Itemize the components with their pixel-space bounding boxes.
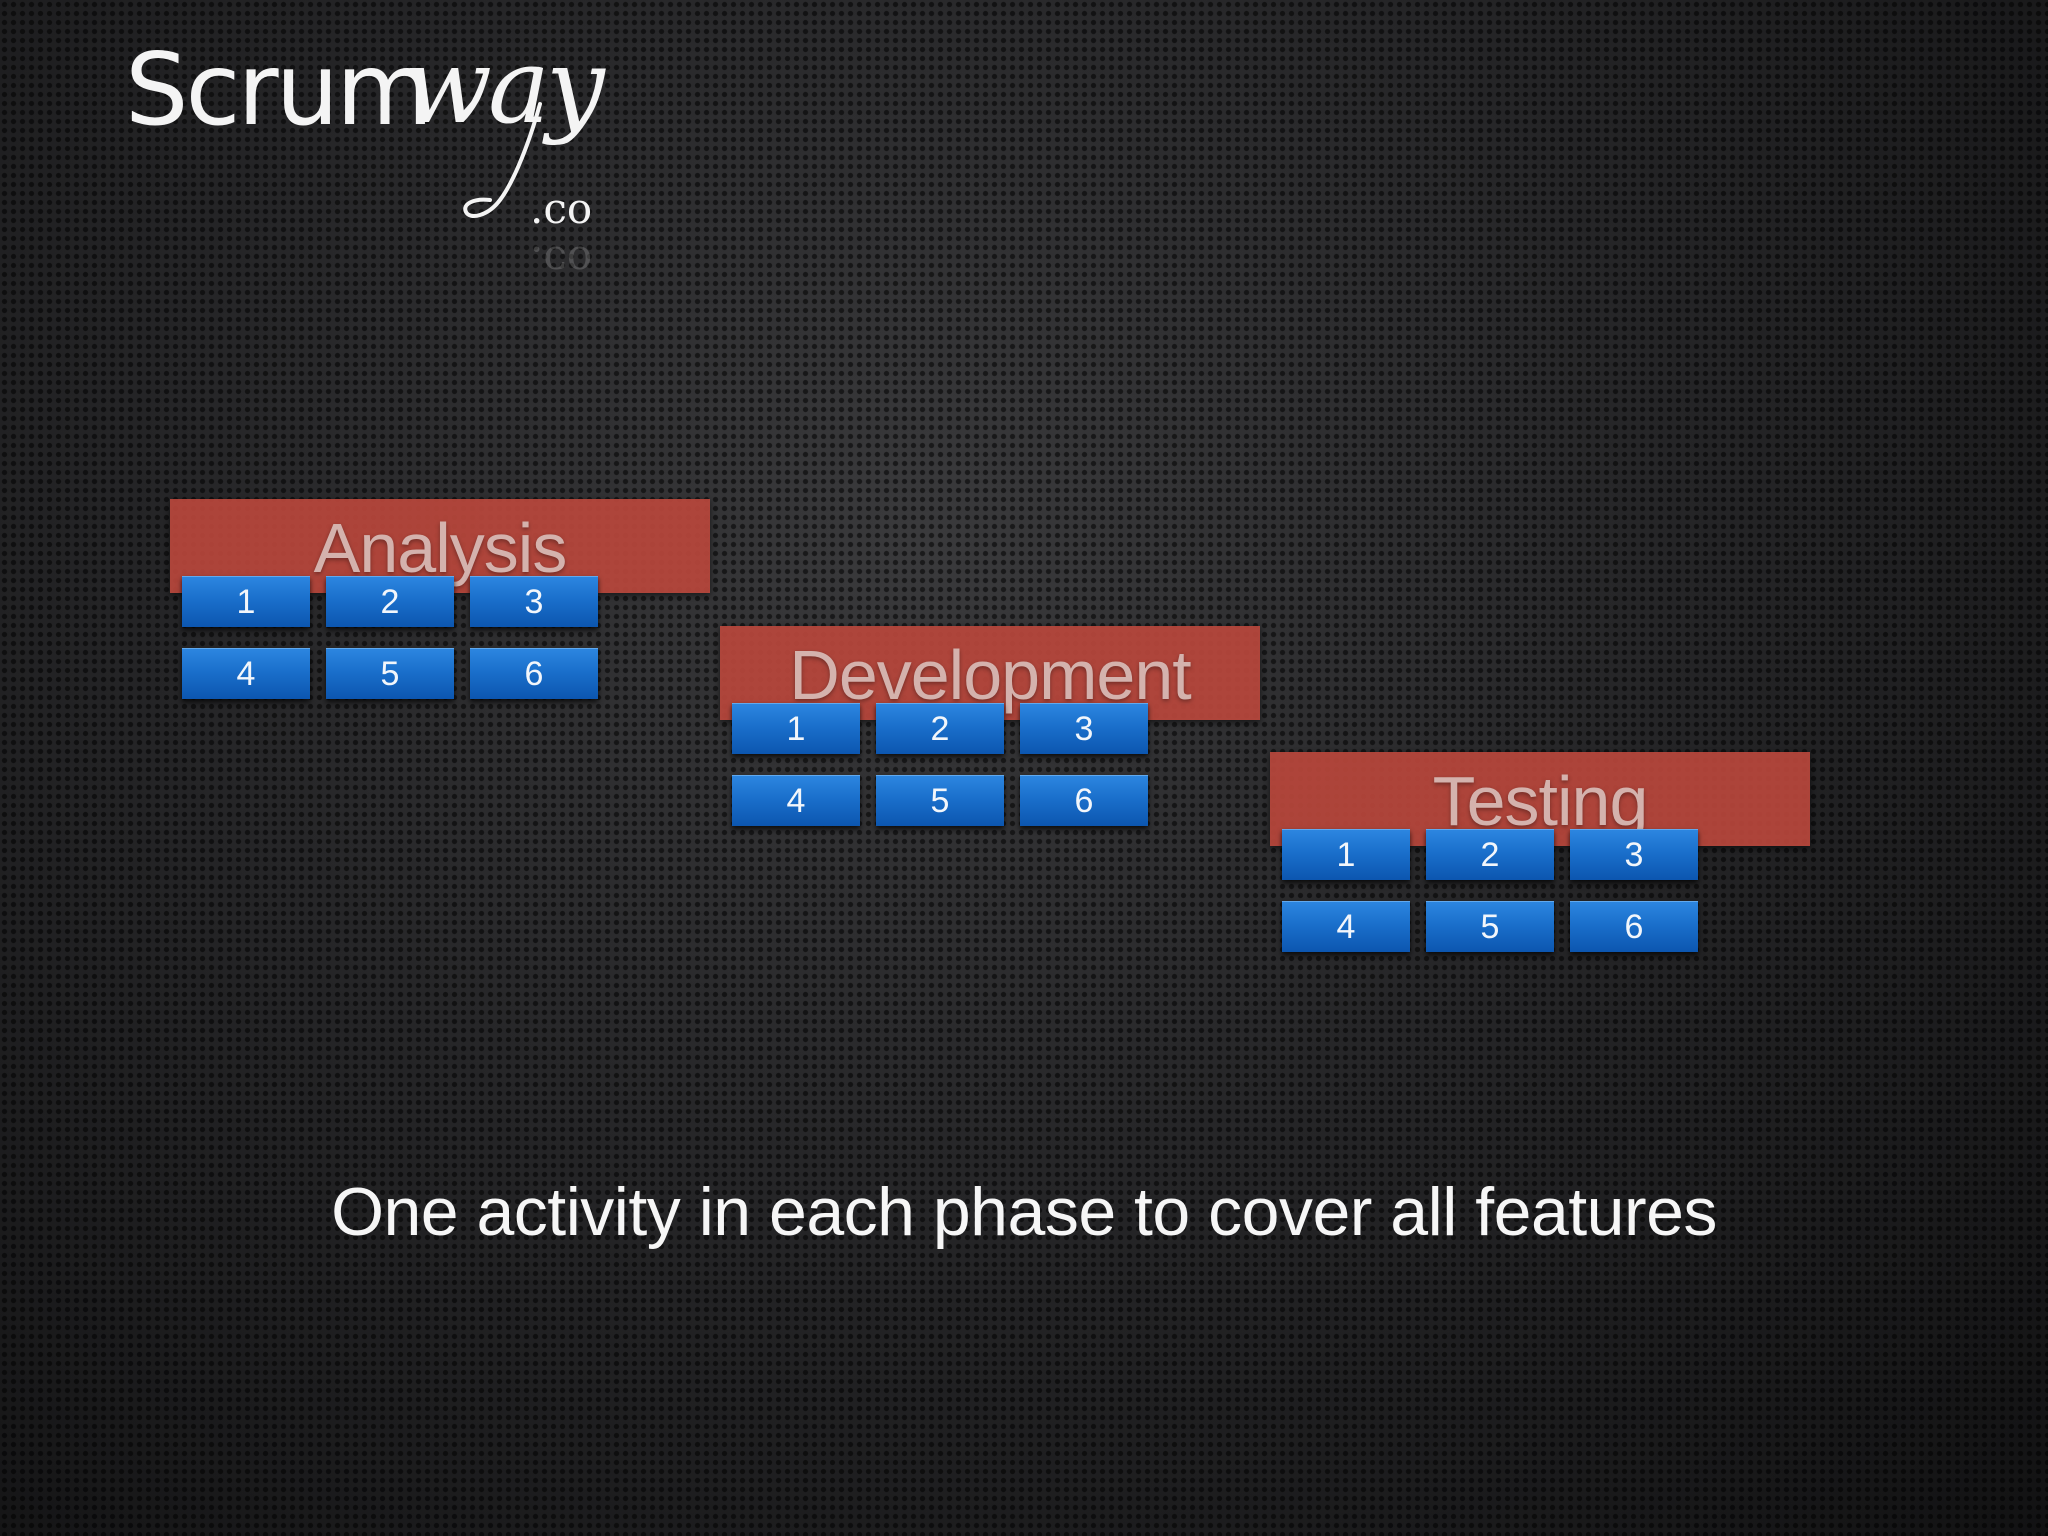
phase-analysis: Analysis 1 2 3 4 5 6 bbox=[170, 499, 710, 829]
feature-card: 6 bbox=[470, 648, 598, 699]
logo-tld: .co bbox=[530, 184, 593, 233]
phase-development: Development 1 2 3 4 5 6 bbox=[720, 626, 1260, 956]
feature-card: 2 bbox=[1426, 829, 1554, 880]
feature-card: 1 bbox=[732, 703, 860, 754]
feature-card: 4 bbox=[1282, 901, 1410, 952]
slide-caption: One activity in each phase to cover all … bbox=[331, 1174, 1717, 1250]
logo-script-wordmark: way bbox=[403, 25, 605, 147]
feature-card: 5 bbox=[876, 775, 1004, 826]
phase-testing: Testing 1 2 3 4 5 6 bbox=[1270, 752, 1810, 1082]
feature-card: 3 bbox=[1020, 703, 1148, 754]
feature-card: 5 bbox=[326, 648, 454, 699]
scrumway-logo: Scrum way .co .co bbox=[125, 31, 645, 300]
feature-card: 2 bbox=[326, 576, 454, 627]
feature-card: 6 bbox=[1570, 901, 1698, 952]
feature-card: 4 bbox=[732, 775, 860, 826]
logo-reflection: .co bbox=[530, 237, 593, 286]
feature-card: 5 bbox=[1426, 901, 1554, 952]
feature-card: 1 bbox=[1282, 829, 1410, 880]
phase-title: Analysis bbox=[313, 509, 568, 587]
feature-card: 3 bbox=[1570, 829, 1698, 880]
feature-card: 3 bbox=[470, 576, 598, 627]
logo-wordmark: Scrum bbox=[125, 31, 433, 148]
phase-title: Testing bbox=[1432, 762, 1649, 840]
feature-card: 4 bbox=[182, 648, 310, 699]
feature-card: 6 bbox=[1020, 775, 1148, 826]
logo-swash-icon bbox=[463, 102, 542, 218]
feature-card: 1 bbox=[182, 576, 310, 627]
phase-title: Development bbox=[789, 636, 1191, 714]
feature-card: 2 bbox=[876, 703, 1004, 754]
